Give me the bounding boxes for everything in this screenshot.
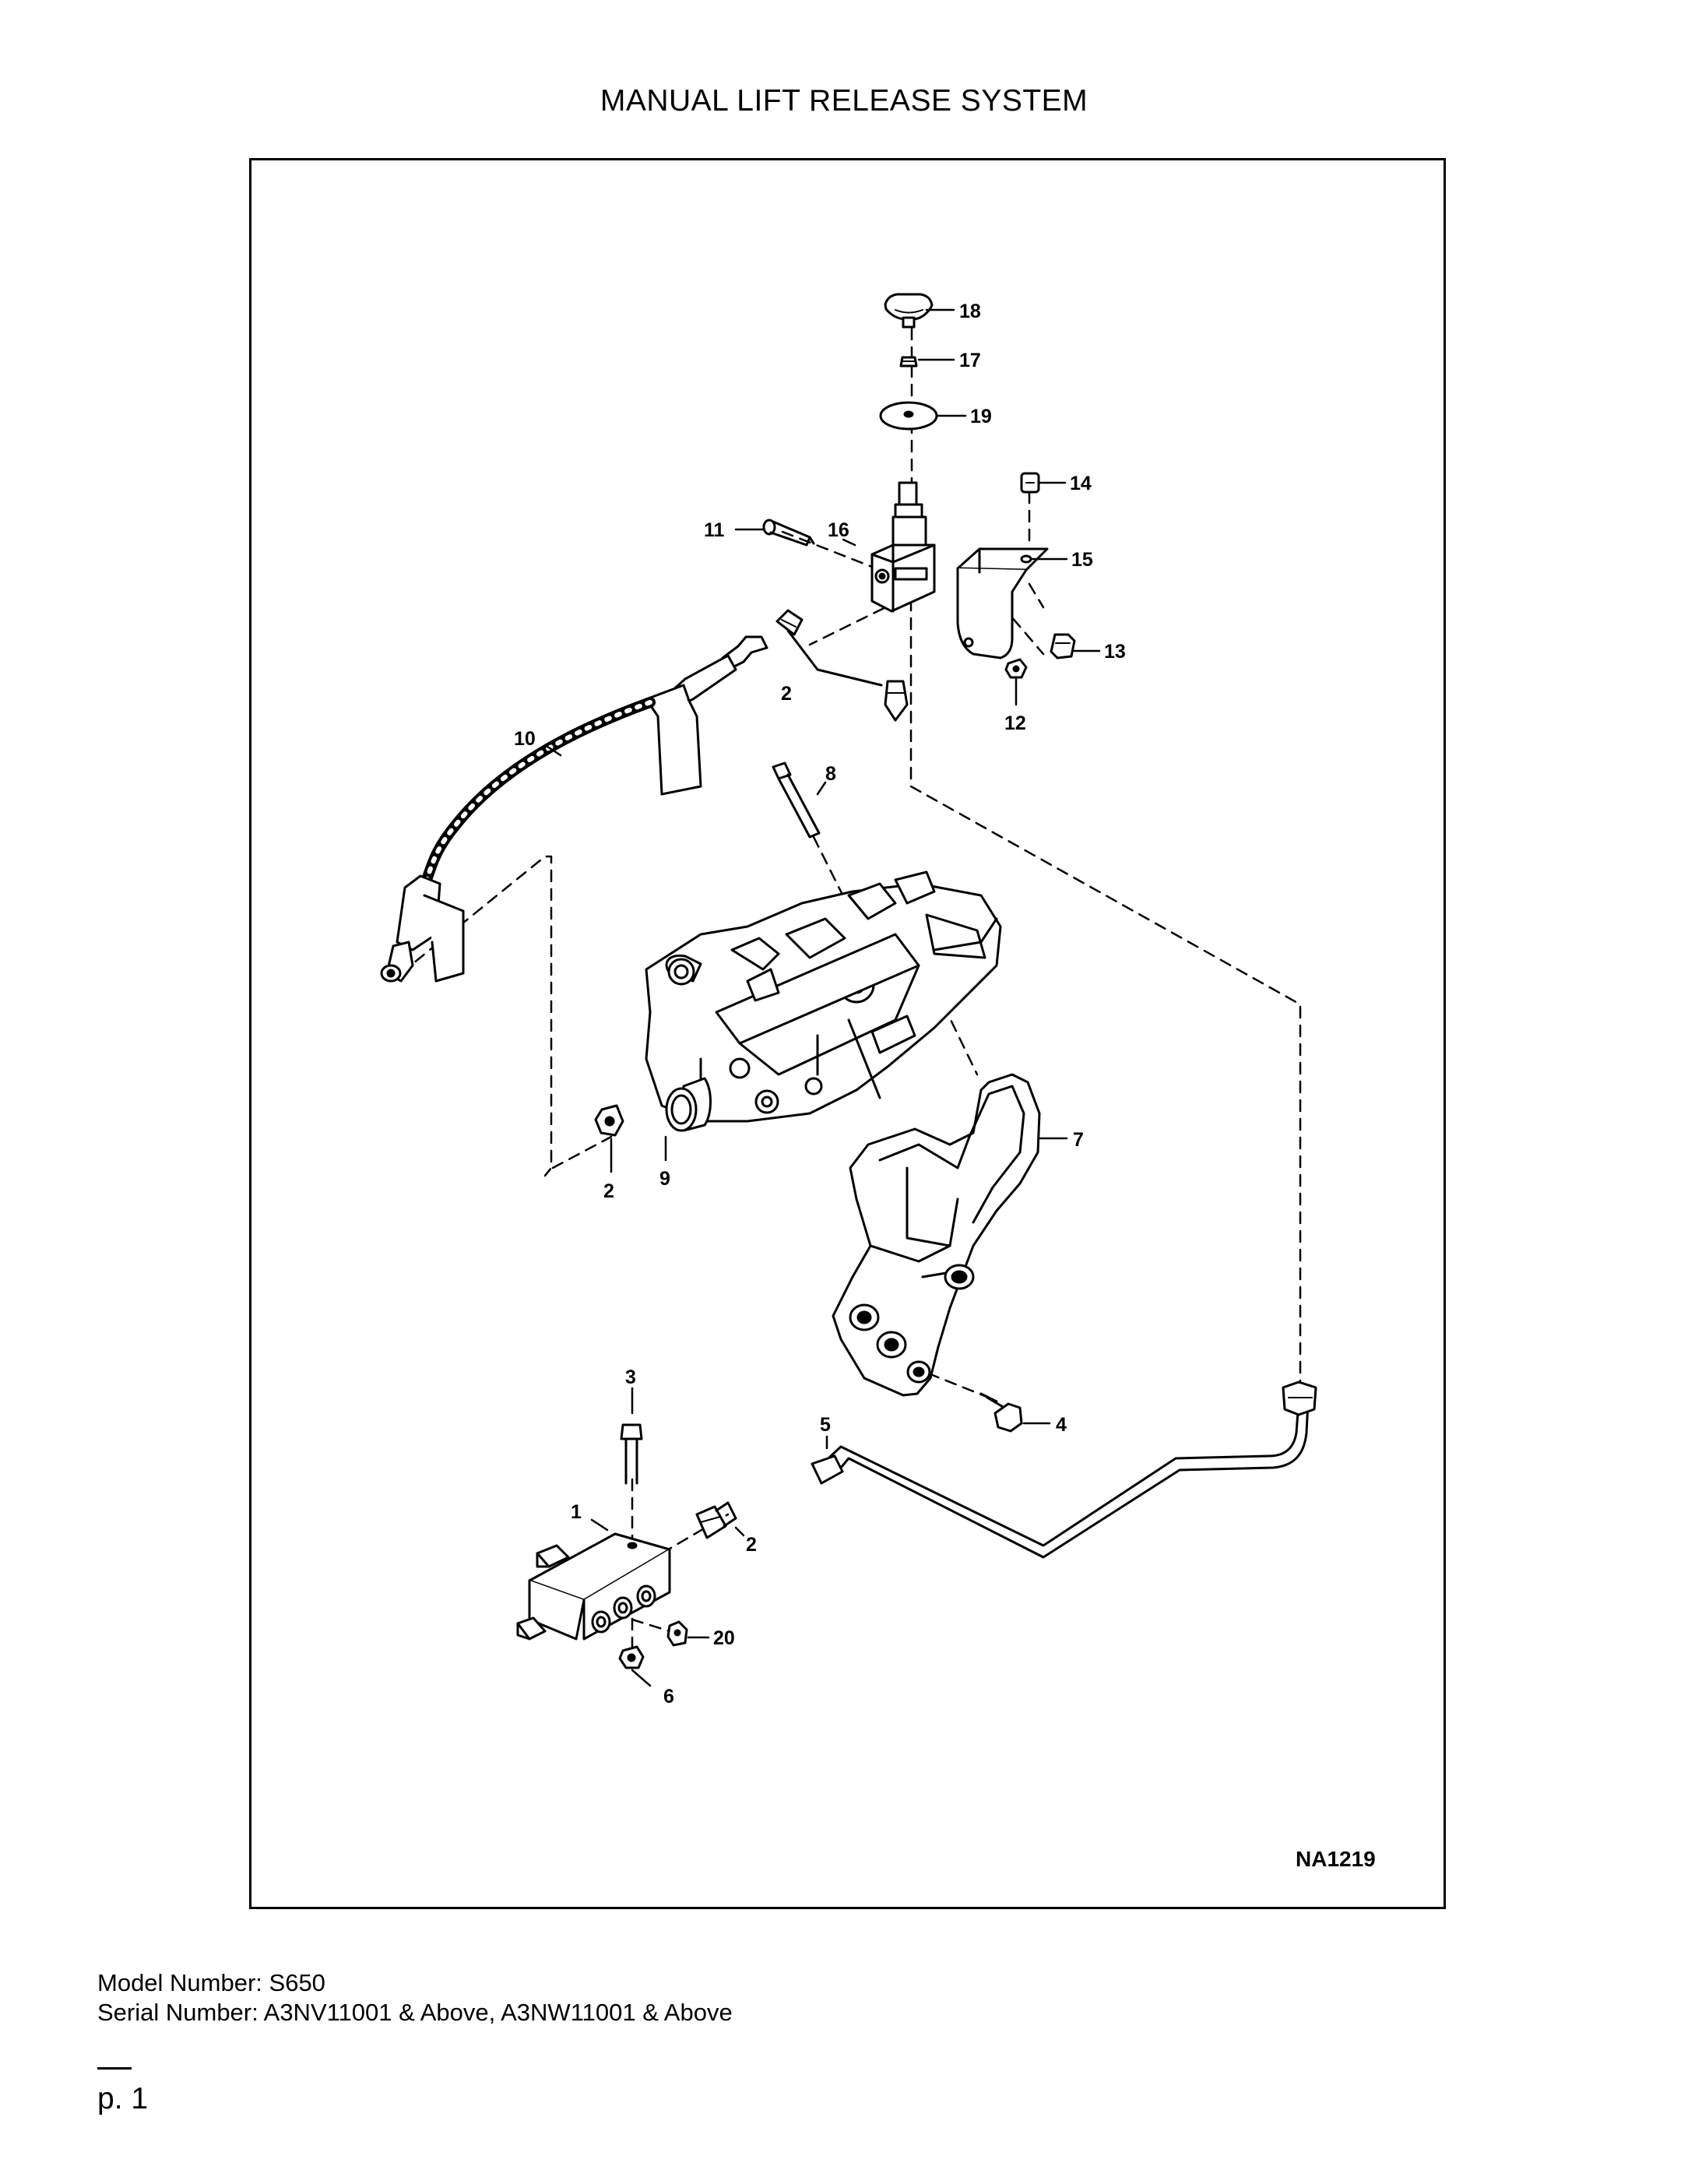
callout-5: 5 xyxy=(820,1414,831,1436)
callout-14: 14 xyxy=(1070,473,1092,494)
knob-part-18 xyxy=(884,293,934,329)
callout-2-upper: 2 xyxy=(781,683,792,705)
callout-11: 11 xyxy=(704,519,725,541)
diagram-frame xyxy=(249,158,1446,1909)
fitting-part-2-upper xyxy=(775,609,909,722)
callout-2-lower: 2 xyxy=(746,1534,757,1556)
mount-bracket-part-7 xyxy=(832,1073,1041,1397)
valve-part-16 xyxy=(870,481,936,613)
bolt-part-11 xyxy=(762,519,815,547)
callout-10: 10 xyxy=(514,728,536,750)
callout-16: 16 xyxy=(828,519,849,541)
callout-19: 19 xyxy=(970,406,992,427)
bracket-part-15 xyxy=(956,547,1049,659)
page-number-rule xyxy=(97,2067,132,2070)
model-number: Model Number: S650 xyxy=(97,1969,325,1996)
nut-part-6 xyxy=(618,1645,645,1669)
manifold-block-part-1 xyxy=(516,1532,671,1641)
callout-18: 18 xyxy=(959,301,981,322)
fitting-part-2-lower xyxy=(695,1501,737,1539)
serial-number: Serial Number: A3NV11001 & Above, A3NW11… xyxy=(97,1999,733,2026)
control-valve-part-9 xyxy=(645,870,1002,1132)
callout-leaders xyxy=(543,308,1101,1687)
bolt-part-8 xyxy=(772,761,821,839)
callout-20: 20 xyxy=(713,1627,735,1649)
bolt-part-4 xyxy=(979,1392,1023,1433)
callout-7: 7 xyxy=(1073,1129,1084,1151)
model-info: Model Number: S650 Serial Number: A3NV11… xyxy=(97,1968,733,2027)
callout-6: 6 xyxy=(663,1686,674,1707)
callout-12: 12 xyxy=(1004,712,1026,734)
callout-1: 1 xyxy=(571,1501,582,1523)
callout-8: 8 xyxy=(825,763,836,785)
nut-part-17 xyxy=(899,356,918,368)
callout-13: 13 xyxy=(1104,641,1126,663)
callout-2-left: 2 xyxy=(603,1180,614,1202)
nut-part-13 xyxy=(1050,633,1076,659)
tube-part-5 xyxy=(811,1380,1317,1559)
callout-4: 4 xyxy=(1056,1414,1067,1436)
nut-part-12 xyxy=(1004,658,1028,679)
bolt-part-14 xyxy=(1020,472,1040,494)
page-number: p. 1 xyxy=(97,2082,149,2115)
bolt-part-3 xyxy=(620,1423,643,1485)
plug-part-20 xyxy=(666,1620,688,1647)
callout-3: 3 xyxy=(625,1366,636,1388)
page-title: MANUAL LIFT RELEASE SYSTEM xyxy=(600,84,1088,118)
drawing-code: NA1219 xyxy=(1296,1847,1376,1871)
fitting-part-2-left xyxy=(594,1104,624,1137)
hose-part-10 xyxy=(380,635,768,983)
callout-9: 9 xyxy=(659,1168,670,1190)
callout-15: 15 xyxy=(1071,549,1093,571)
callout-17: 17 xyxy=(959,350,981,371)
